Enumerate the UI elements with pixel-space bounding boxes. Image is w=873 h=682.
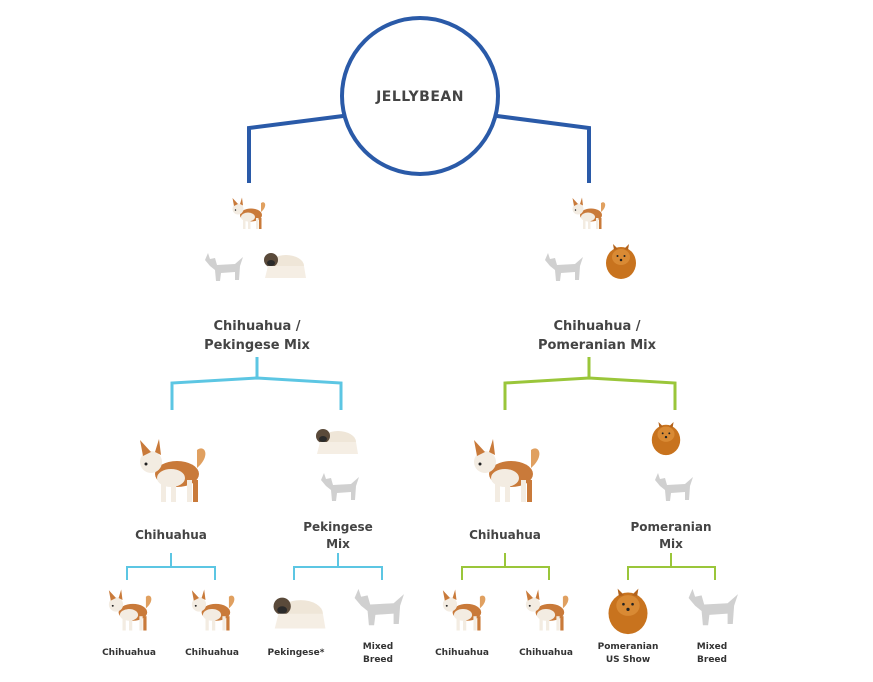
ggp7-pomeranian-photo-icon — [608, 588, 648, 635]
parent1-chihuahua-photo-icon — [232, 197, 266, 229]
ggp2-label-line1: Chihuahua — [185, 648, 239, 658]
parent2-mixed-silhouette-icon — [545, 253, 583, 281]
ggp6-label: Chihuahua — [519, 647, 573, 660]
ggp4-mixed-silhouette-icon — [354, 588, 404, 626]
ggp6-chihuahua-photo-icon — [525, 589, 569, 631]
gp3-connector — [461, 566, 550, 580]
ggp5-chihuahua-photo-icon — [442, 589, 486, 631]
parent1-mixed-silhouette-icon — [205, 253, 243, 281]
root-right-connector — [496, 114, 591, 183]
gp4-mixed-silhouette-icon — [655, 473, 693, 501]
ggp4-label-line1: Mixed — [362, 642, 394, 652]
gp3-label: Chihuahua — [469, 527, 541, 544]
ggp1-chihuahua-photo-icon — [108, 589, 152, 631]
gp1-connector — [126, 566, 216, 580]
ggp2-label: Chihuahua — [185, 647, 239, 660]
ggp5-label-line1: Chihuahua — [435, 648, 489, 658]
gp1-label: Chihuahua — [135, 527, 207, 544]
ggp8-label: Mixed Breed — [697, 641, 727, 667]
parent2-chihuahua-photo-icon — [572, 197, 606, 229]
ggp7-label-line1: Pomeranian — [597, 642, 659, 652]
gp2-label: Pekingese Mix — [303, 519, 373, 553]
gp2-pekingese-photo-icon — [316, 429, 358, 454]
root-dog-name: JELLYBEAN — [376, 89, 464, 105]
ggp8-mixed-silhouette-icon — [688, 588, 738, 626]
parent1-label-line2: Pekingese Mix — [204, 338, 310, 353]
ggp6-label-line1: Chihuahua — [519, 648, 573, 658]
gp1-label-line1: Chihuahua — [135, 528, 207, 542]
ggp7-label: Pomeranian US Show — [598, 641, 659, 667]
gp2-label-line2: Mix — [326, 537, 350, 551]
gp4-pomeranian-photo-icon — [651, 421, 681, 456]
gp1-chihuahua-photo-icon — [140, 439, 206, 502]
gp3-label-line1: Chihuahua — [469, 528, 541, 542]
parent2-label: Chihuahua / Pomeranian Mix — [538, 317, 656, 355]
gp2-label-line1: Pekingese — [303, 520, 373, 534]
ggp2-chihuahua-photo-icon — [191, 589, 235, 631]
left-parent-connector — [170, 376, 343, 410]
parent1-pekingese-photo-icon — [264, 253, 306, 278]
gp3-chihuahua-photo-icon — [474, 439, 540, 502]
parent1-label: Chihuahua / Pekingese Mix — [204, 317, 310, 355]
ggp1-label: Chihuahua — [102, 647, 156, 660]
ggp3-pekingese-photo-icon — [273, 597, 326, 629]
parent2-pomeranian-photo-icon — [606, 244, 636, 279]
gp2-mixed-silhouette-icon — [321, 473, 359, 501]
gp4-label-line1: Pomeranian — [630, 520, 712, 534]
parent2-label-line2: Pomeranian Mix — [537, 338, 657, 353]
gp4-label-line2: Mix — [659, 537, 683, 551]
root-left-connector — [247, 114, 344, 183]
ggp3-label-line1: Pekingese* — [267, 648, 325, 658]
parent1-label-line1: Chihuahua / — [213, 319, 301, 334]
ggp1-label-line1: Chihuahua — [102, 648, 156, 658]
gp2-connector — [293, 566, 383, 580]
ggp7-label-line2: US Show — [605, 655, 651, 665]
ggp4-label: Mixed Breed — [363, 641, 393, 667]
root-circle — [340, 16, 500, 176]
ggp4-label-line2: Breed — [363, 655, 393, 665]
right-parent-connector — [503, 376, 677, 410]
ggp8-label-line1: Mixed — [696, 642, 728, 652]
ggp8-label-line2: Breed — [697, 655, 727, 665]
gp4-connector — [627, 566, 716, 580]
gp4-label: Pomeranian Mix — [631, 519, 712, 553]
ggp5-label: Chihuahua — [435, 647, 489, 660]
parent2-label-line1: Chihuahua / — [553, 319, 641, 334]
ggp3-label: Pekingese* — [268, 647, 325, 660]
